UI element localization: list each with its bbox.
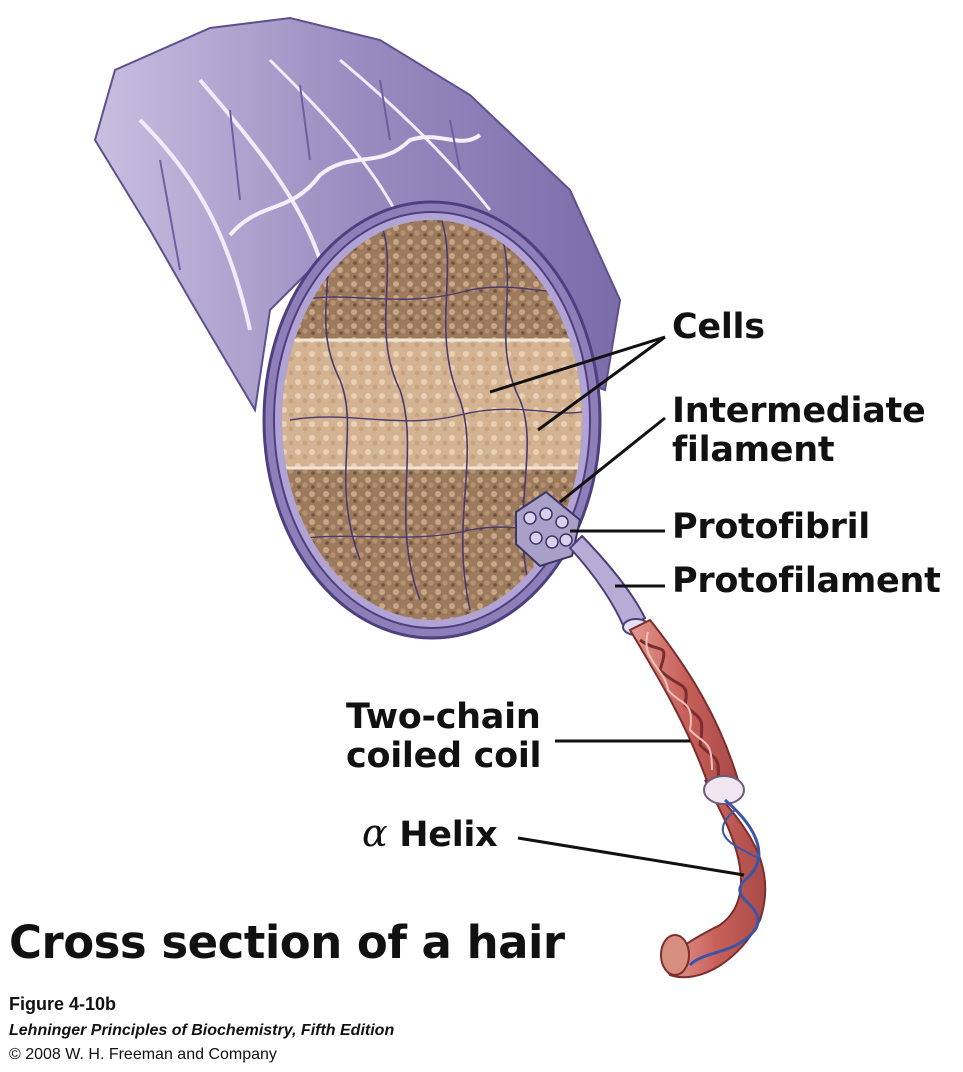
helix-leader xyxy=(517,836,745,877)
label-protofilament-text: Protofilament xyxy=(672,561,941,601)
figure-number: Figure 4-10b xyxy=(9,994,117,1014)
label-alpha-helix-row: α Helix xyxy=(362,812,498,855)
label-protofibril: Protofibril xyxy=(672,507,870,547)
label-cells: Cells xyxy=(672,307,765,347)
label-two-chain-line2: coiled coil xyxy=(346,736,542,777)
label-intermediate-filament-line1: Intermediate xyxy=(672,391,926,431)
label-two-chain-coiled-coil: Two-chain coiled coil xyxy=(346,697,542,777)
alpha-helix xyxy=(660,775,767,979)
alpha-symbol: α xyxy=(362,811,388,855)
label-cells-text: Cells xyxy=(672,307,765,347)
coiled-coil xyxy=(628,618,740,792)
diagram-title: Cross section of a hair xyxy=(9,916,565,969)
label-intermediate-filament: Intermediate filament xyxy=(672,391,926,471)
copyright: © 2008 W. H. Freeman and Company xyxy=(9,1046,277,1063)
label-intermediate-filament-line2: filament xyxy=(672,430,835,471)
cross-section xyxy=(262,200,602,640)
cells-leader-1 xyxy=(489,335,666,394)
leader-lines xyxy=(489,335,745,877)
label-helix-text: Helix xyxy=(399,815,498,855)
cells-leader-2 xyxy=(537,335,666,432)
intermediate-filament-bundle xyxy=(515,490,582,568)
intermediate-filament-leader xyxy=(559,416,666,504)
label-alpha-helix: α Helix xyxy=(362,812,498,855)
book-title: Lehninger Principles of Biochemistry, Fi… xyxy=(9,1022,395,1039)
label-protofilament: Protofilament xyxy=(672,561,941,601)
label-two-chain-line1: Two-chain xyxy=(346,697,541,737)
label-protofibril-text: Protofibril xyxy=(672,507,870,547)
